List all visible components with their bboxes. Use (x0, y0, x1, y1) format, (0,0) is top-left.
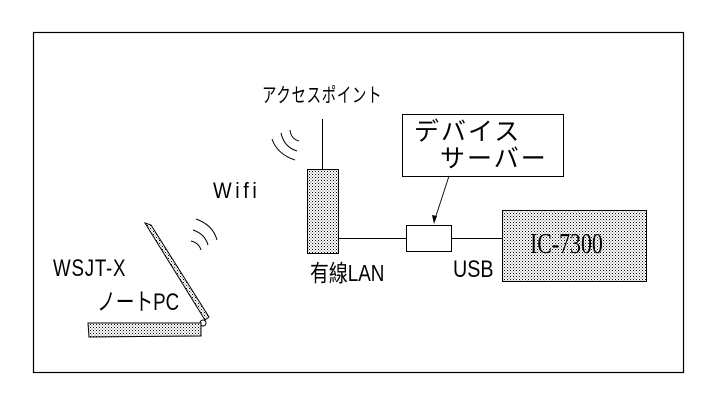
callout-arrowhead-icon (432, 215, 437, 224)
wifi-label: Wifi (213, 178, 261, 203)
device-server-box (406, 225, 452, 252)
device-server-label-line2: サーバー (440, 144, 548, 173)
laptop-wifi-waves-icon (190, 218, 218, 251)
radio-label: IC-7300 (530, 229, 603, 260)
wired-lan-label: 有線LAN (310, 260, 385, 286)
access-point-wifi-waves-icon (271, 129, 300, 161)
usb-label: USB (453, 256, 494, 283)
laptop-base (87, 322, 202, 338)
access-point-label: アクセスポイント (262, 85, 383, 107)
access-point-body (307, 169, 339, 254)
radio-box (502, 210, 647, 282)
callout-arrow-line (433, 175, 450, 223)
laptop-app-label: WSJT-X (53, 255, 127, 282)
device-server-callout-box (402, 114, 564, 177)
diagram-frame (32, 31, 685, 374)
device-server-label-line1: デバイス (414, 117, 522, 146)
laptop-device-label: ノートPC (97, 289, 180, 316)
